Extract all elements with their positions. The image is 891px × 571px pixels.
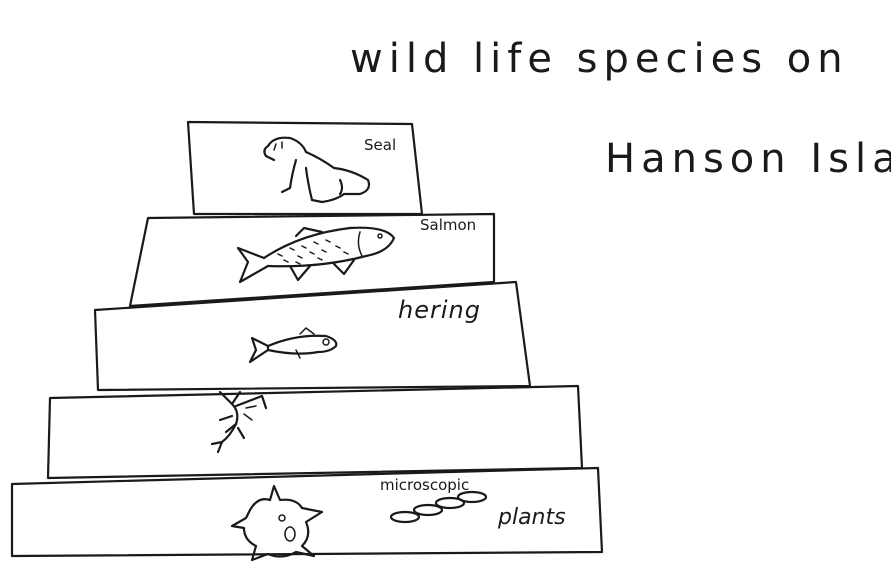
level-salmon: Salmon: [130, 214, 494, 306]
level-microscopic-plants: microscopic plants: [12, 468, 602, 560]
plankton-icon: [232, 486, 322, 560]
level-herring: hering: [95, 282, 530, 390]
herring-fish-icon: [250, 328, 336, 362]
salmon-label: Salmon: [420, 216, 476, 234]
plants-label-line-1: microscopic: [380, 476, 469, 494]
diatom-chain-icon: [391, 492, 486, 522]
level-shrimp: [48, 386, 582, 478]
title-line-1: wild life species on: [350, 36, 849, 82]
salmon-fish-icon: [238, 228, 394, 282]
shrimp-icon: [212, 392, 266, 452]
seal-icon: [264, 138, 369, 202]
plants-label-line-2: plants: [497, 505, 566, 530]
herring-label: hering: [398, 296, 481, 324]
level-box-shrimp: [48, 386, 582, 478]
level-seal: Seal: [188, 122, 422, 214]
title-line-2: Hanson Island: [605, 136, 891, 182]
seal-label: Seal: [364, 136, 396, 154]
